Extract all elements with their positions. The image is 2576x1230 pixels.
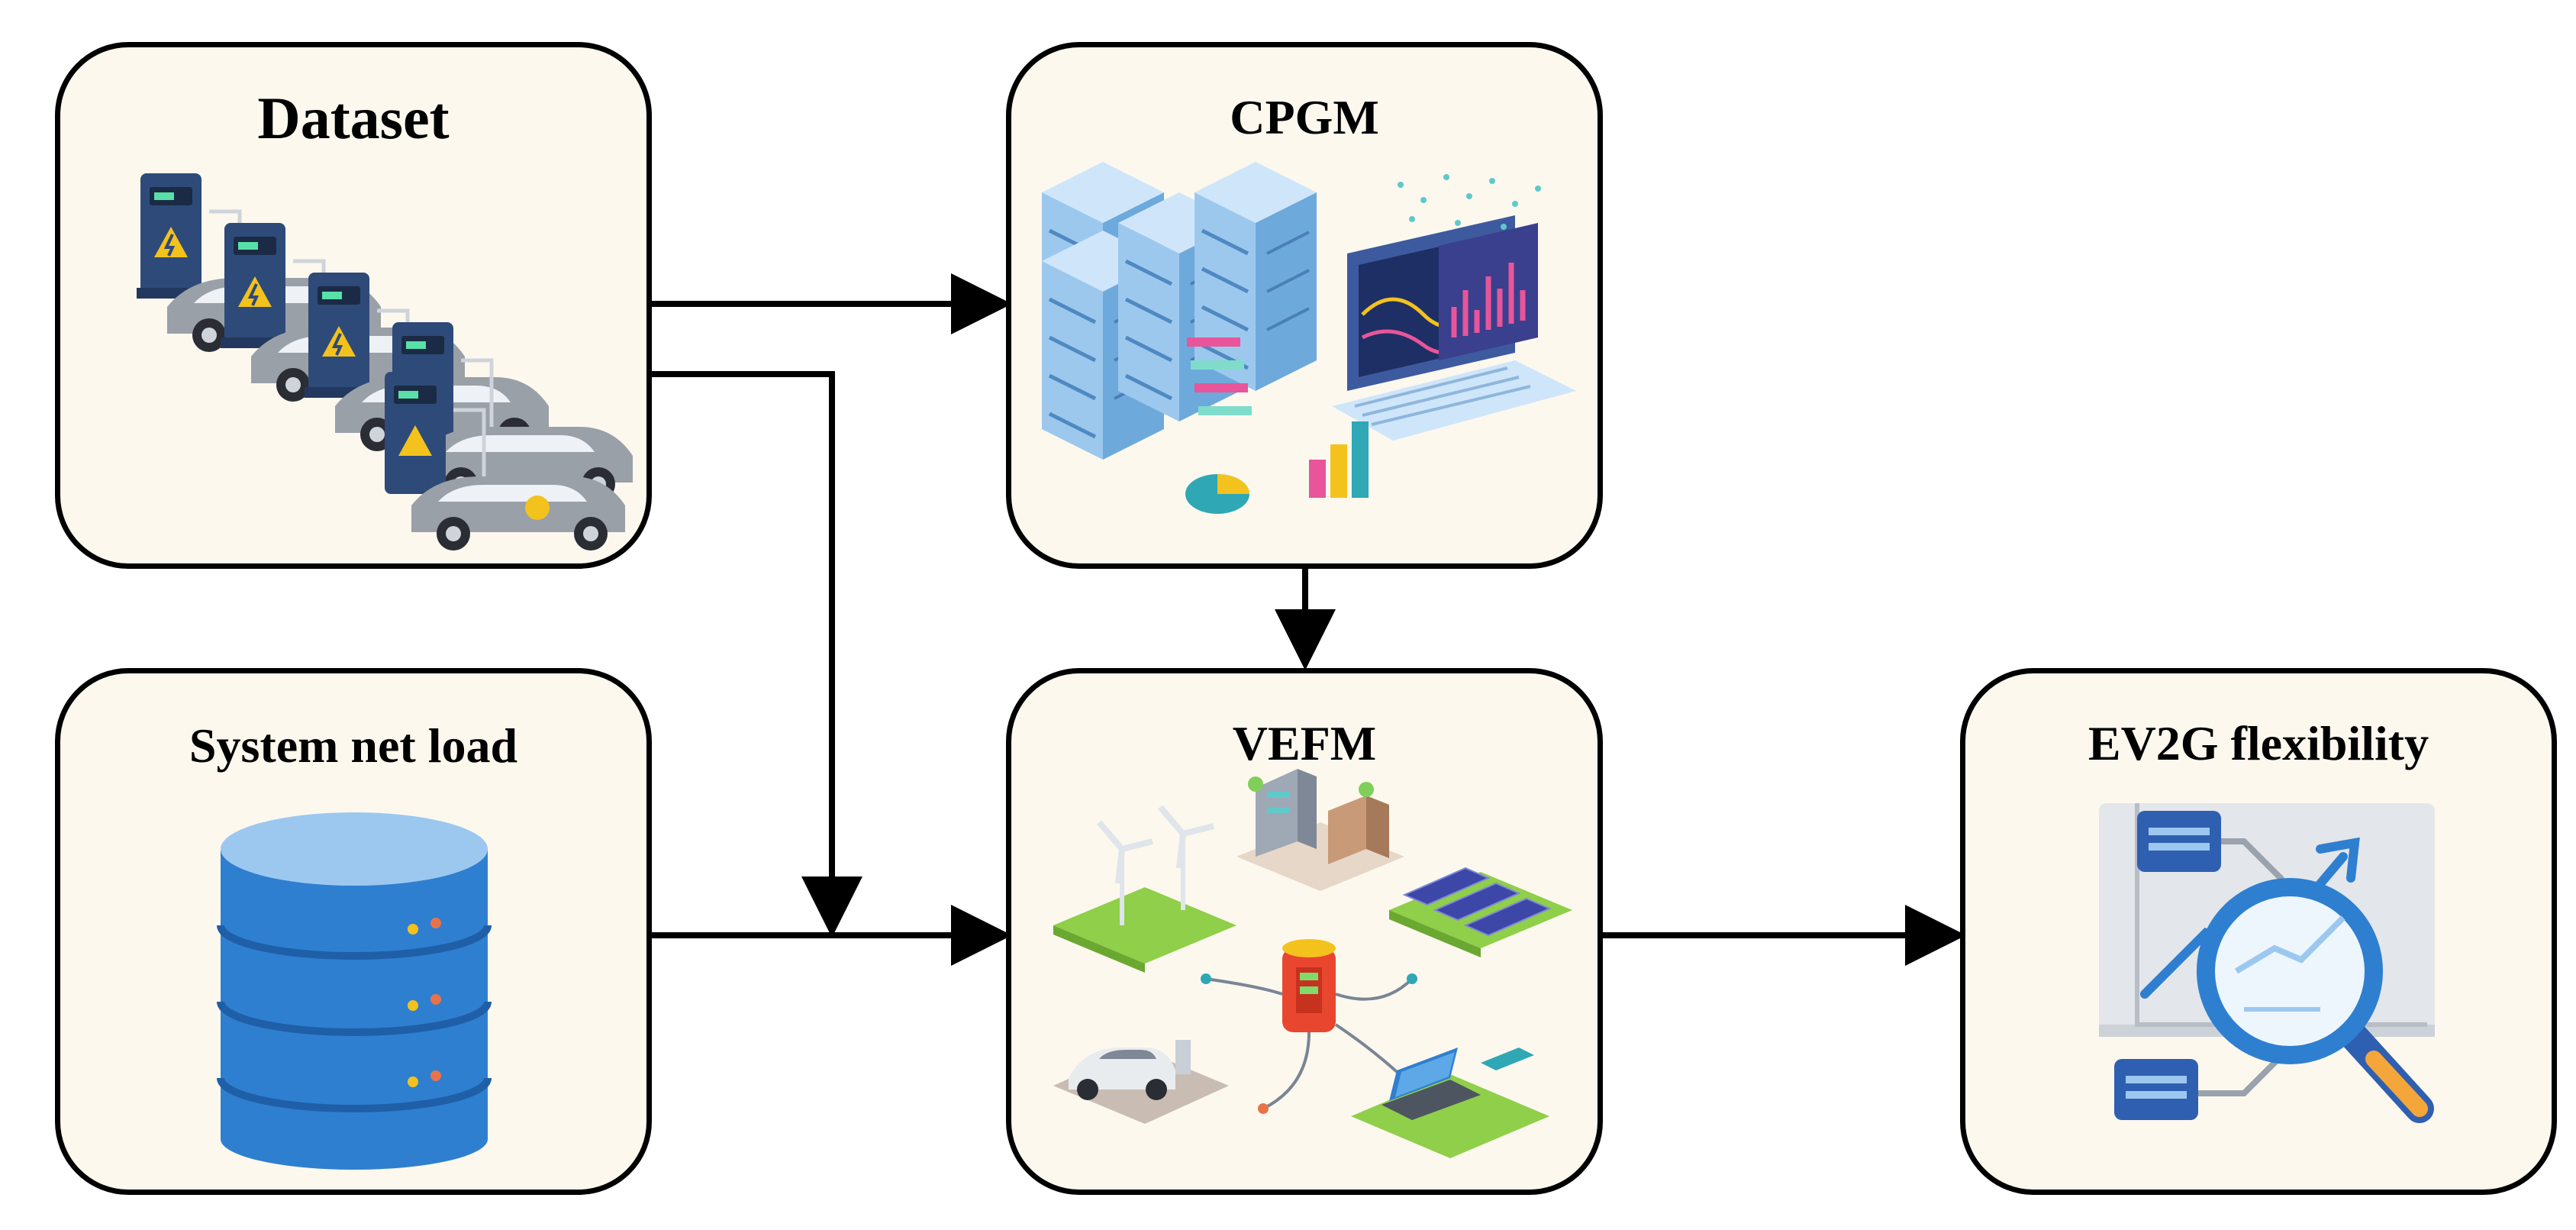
flexibility-analysis-magnifier-icon (2099, 803, 2435, 1123)
node-ev2g: EV2G flexibility (1960, 668, 2557, 1195)
node-cpgm: CPGM (1006, 42, 1603, 569)
smart-energy-city-icon (1053, 769, 1572, 1158)
edge-dataset-to-vefm (650, 371, 862, 938)
node-dataset: Dataset (55, 42, 652, 569)
node-vefm: VEFM (1006, 668, 1603, 1195)
node-title: System net load (189, 718, 518, 773)
node-title: EV2G flexibility (2088, 716, 2429, 770)
node-netload: System net load (55, 668, 652, 1195)
database-icon (217, 812, 492, 1170)
servers-and-laptop-analytics-icon (1042, 162, 1576, 514)
node-title: VEFM (1232, 716, 1377, 770)
ev-charging-stations-icon (137, 173, 598, 550)
node-title: Dataset (257, 85, 450, 151)
node-title: CPGM (1230, 90, 1379, 144)
